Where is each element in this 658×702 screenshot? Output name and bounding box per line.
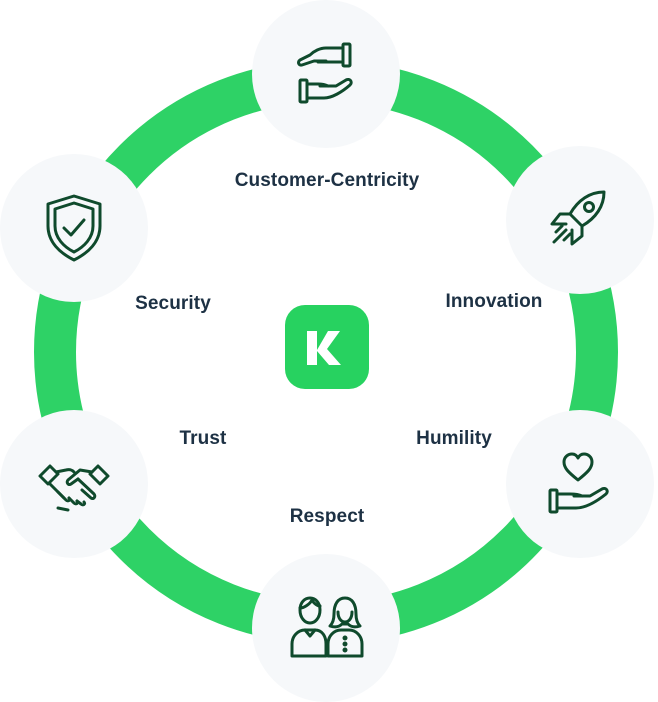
label-customer-centricity: Customer-Centricity [234,170,420,191]
k-logo-icon [307,331,341,365]
node-customer-centricity [252,0,400,148]
rocket-icon [550,190,606,246]
hand-heart-icon [548,452,609,514]
node-humility [506,410,654,558]
label-security: Security [135,293,211,314]
node-security [0,154,148,302]
label-trust: Trust [179,428,227,449]
handshake-icon [38,464,110,512]
node-innovation [506,146,654,294]
label-innovation: Innovation [445,291,543,312]
hands-giving-icon [297,42,353,104]
center-logo [285,305,369,389]
node-respect [252,554,400,702]
label-respect: Respect [289,506,365,527]
label-humility: Humility [416,428,492,449]
shield-check-icon [46,194,102,262]
two-people-icon [290,596,364,658]
node-trust [0,410,148,558]
